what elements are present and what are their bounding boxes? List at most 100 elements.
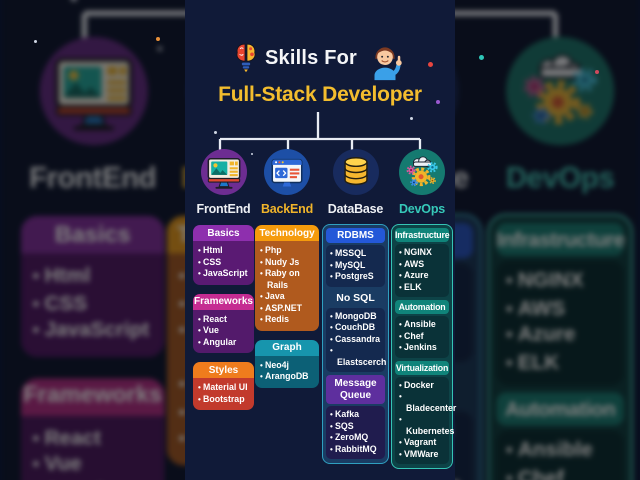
- skill-item: Php: [260, 245, 317, 257]
- star-dot: [156, 37, 160, 41]
- skill-item: Vagrant: [399, 437, 448, 449]
- gears-cloud-icon: [523, 54, 597, 125]
- card-frameworks: Frameworks React Vue Angular: [20, 377, 165, 480]
- section-header: Virtualization: [395, 360, 449, 375]
- skill-item: Angular: [33, 478, 160, 480]
- column-backend: BackEnd Technology Php Nudy Js Raby on R…: [255, 149, 319, 388]
- devops-group-card: Infrastructure NGINX AWS Azure ELK Autom…: [391, 224, 456, 469]
- card-graph: Graph Neo4j ArangoDB: [255, 339, 319, 388]
- skill-item: Kafka: [330, 409, 384, 421]
- skill-item: Material UI: [198, 382, 252, 394]
- skill-item: Azure: [506, 322, 621, 349]
- skill-item: Bladecenter: [399, 391, 456, 414]
- card-basics: Basics Html CSS JavaScript: [193, 225, 254, 285]
- skill-item: Redis: [260, 314, 317, 326]
- card-frameworks: Frameworks React Vue Angular: [193, 293, 254, 353]
- skill-item: Chef: [399, 331, 448, 343]
- backend-icon-circle: [264, 149, 310, 195]
- star-dot: [436, 100, 440, 104]
- infographic-poster: Skills For Full-Stack Developer: [185, 0, 456, 480]
- skill-item: Nudy Js: [260, 257, 317, 269]
- gears-cloud-icon: [406, 156, 438, 187]
- devops-label: DevOps: [398, 202, 446, 216]
- database-group-card: RDBMS MSSQL MySQL PostgreS No SQL MongoD…: [322, 224, 389, 464]
- skill-item: VMWare: [399, 449, 448, 461]
- skill-item: AWS: [506, 295, 621, 322]
- skill-item: Html: [33, 263, 160, 290]
- skill-item: React: [198, 314, 252, 326]
- skill-item: Raby on Rails: [260, 268, 317, 291]
- card-header: Basics: [20, 215, 165, 254]
- skill-item: Angular: [198, 337, 252, 349]
- section-header: Automation: [395, 300, 449, 314]
- skill-item: PostgreS: [330, 271, 384, 283]
- column-frontend: FrontEnd Basics Html CSS JavaScript Fram…: [20, 36, 165, 480]
- star-dot: [595, 70, 599, 74]
- database-icon-circle: [332, 149, 379, 195]
- devops-group-card: Infrastructure NGINX AWS Azure ELK Autom…: [487, 213, 634, 480]
- skill-item: Vue: [198, 325, 252, 337]
- skill-item: Cassandra: [330, 334, 384, 346]
- skill-item: NGINX: [399, 247, 448, 259]
- frontend-icon-circle: [38, 36, 147, 146]
- star-dot: [157, 46, 163, 52]
- star-dot: [70, 0, 78, 2]
- skill-item: Neo4j: [260, 360, 317, 372]
- section-header: Infrastructure: [395, 228, 450, 242]
- database-label: DataBase: [327, 202, 384, 216]
- skill-item: ASP.NET: [260, 303, 317, 315]
- skill-item: Kubernetes: [399, 414, 454, 437]
- skill-item: React: [33, 424, 160, 451]
- backend-label: BackEnd: [260, 202, 314, 216]
- skill-item: MSSQL: [330, 248, 384, 260]
- skill-item: RabbitMQ: [330, 444, 384, 456]
- connector-lines: [218, 112, 422, 154]
- skill-item: ZeroMQ: [330, 432, 384, 444]
- skill-item: Azure: [399, 270, 448, 282]
- card-technology: Technology Php Nudy Js Raby on Rails Jav…: [255, 225, 319, 331]
- card-header: Frameworks: [193, 293, 254, 310]
- pointing-man-icon: [374, 47, 402, 81]
- section-header: Message Queue: [326, 375, 385, 404]
- skill-item: Jenkins: [399, 342, 448, 354]
- card-header: Basics: [193, 225, 254, 241]
- star-dot: [428, 62, 433, 67]
- devops-icon-circle: [505, 36, 615, 146]
- skill-item: Elastscerch: [330, 345, 386, 368]
- card-header: Styles: [193, 362, 254, 378]
- browser-code-icon: [271, 158, 303, 187]
- card-header: Frameworks: [20, 377, 165, 415]
- skill-item: Docker: [399, 380, 448, 392]
- skill-item: JavaScript: [33, 317, 160, 344]
- card-styles: Styles Material UI Bootstrap: [193, 362, 254, 410]
- skill-item: Ansible: [506, 437, 621, 464]
- skill-item: ELK: [506, 349, 621, 376]
- star-dot: [410, 117, 413, 120]
- skill-item: Bootstrap: [198, 394, 252, 406]
- star-dot: [34, 40, 37, 43]
- skill-item: ELK: [399, 282, 448, 294]
- skill-item: ArangoDB: [260, 371, 317, 383]
- skill-item: CSS: [198, 257, 252, 269]
- column-database: DataBase RDBMS MSSQL MySQL PostgreS No S…: [322, 149, 389, 464]
- devops-icon-circle: [399, 149, 445, 195]
- title-line1: Skills For: [264, 46, 358, 69]
- title-line2: Full-Stack Developer: [218, 83, 422, 106]
- frontend-label: FrontEnd: [196, 202, 251, 216]
- skill-item: NGINX: [506, 268, 621, 295]
- card-basics: Basics Html CSS JavaScript: [20, 215, 165, 356]
- column-frontend: FrontEnd Basics Html CSS JavaScript Fram…: [193, 149, 254, 410]
- devops-label: DevOps: [505, 161, 615, 195]
- skill-item: MySQL: [330, 260, 384, 272]
- star-dot: [214, 131, 217, 134]
- skill-item: CouchDB: [330, 322, 384, 334]
- brain-lightbulb-icon: [236, 43, 256, 73]
- skill-item: Ansible: [399, 319, 448, 331]
- skill-item: AWS: [399, 259, 448, 271]
- column-devops: DevOps Infrastructure NGINX AWS Azure EL…: [487, 36, 634, 480]
- skill-item: CSS: [33, 290, 160, 317]
- skill-item: SQS: [330, 421, 384, 433]
- monitor-icon: [53, 57, 132, 131]
- section-header: No SQL: [336, 291, 375, 304]
